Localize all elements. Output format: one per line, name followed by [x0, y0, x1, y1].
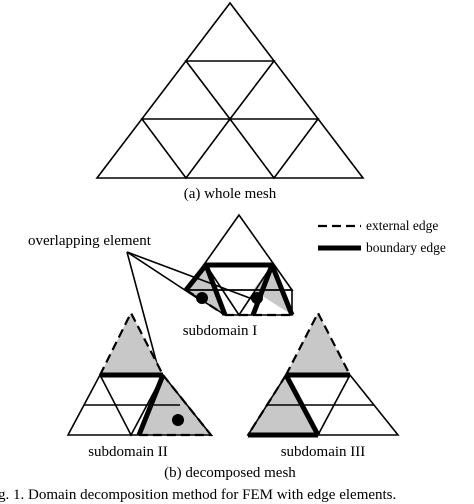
subdomain-1-label: subdomain I [183, 323, 258, 339]
legend-boundary-edge-label: boundary edge [366, 240, 446, 255]
subdomain-2-shaded-top [100, 313, 163, 375]
subdomain-1-boundary-left [203, 264, 228, 316]
caption-whole-mesh: (a) whole mesh [184, 186, 277, 202]
subdomain-3-external-left [247, 374, 287, 436]
whole-mesh-inner-triangle-right [228, 118, 320, 180]
subdomain-2-boundary-right [136, 374, 166, 436]
overlap-marker-3 [172, 414, 184, 426]
overlapping-element-label: overlapping element [28, 233, 152, 249]
figure-caption: g. 1. Domain decomposition method for FE… [0, 487, 396, 503]
subdomain-1-mesh [183, 213, 295, 317]
subdomain-3-external-top [285, 310, 351, 376]
subdomain-3-label: subdomain III [281, 444, 366, 460]
legend-external-edge-label: external edge [366, 218, 438, 233]
whole-mesh-outline [95, 1, 365, 179]
leader-line-1 [126, 251, 201, 301]
whole-mesh [95, 1, 365, 180]
subdomain-3-boundary-inner [283, 373, 321, 437]
leader-line-2 [126, 251, 256, 301]
overlap-marker-2 [251, 292, 263, 304]
caption-decomposed-mesh: (b) decomposed mesh [164, 465, 296, 481]
subdomain-2-external-top [99, 310, 164, 376]
subdomain-2-mesh [66, 310, 214, 437]
subdomain-2-label: subdomain II [88, 444, 168, 460]
subdomain-3-shaded-top [286, 313, 350, 375]
legend: external edge boundary edge [318, 218, 446, 255]
subdomain-1-boundary-mid [250, 264, 275, 316]
subdomain-3-mesh [246, 310, 400, 438]
whole-mesh-inner-triangle-top [184, 60, 276, 121]
overlap-marker-1 [196, 292, 208, 304]
whole-mesh-inner-triangle-left [140, 118, 232, 180]
subdomain-2-external-right [139, 374, 214, 437]
